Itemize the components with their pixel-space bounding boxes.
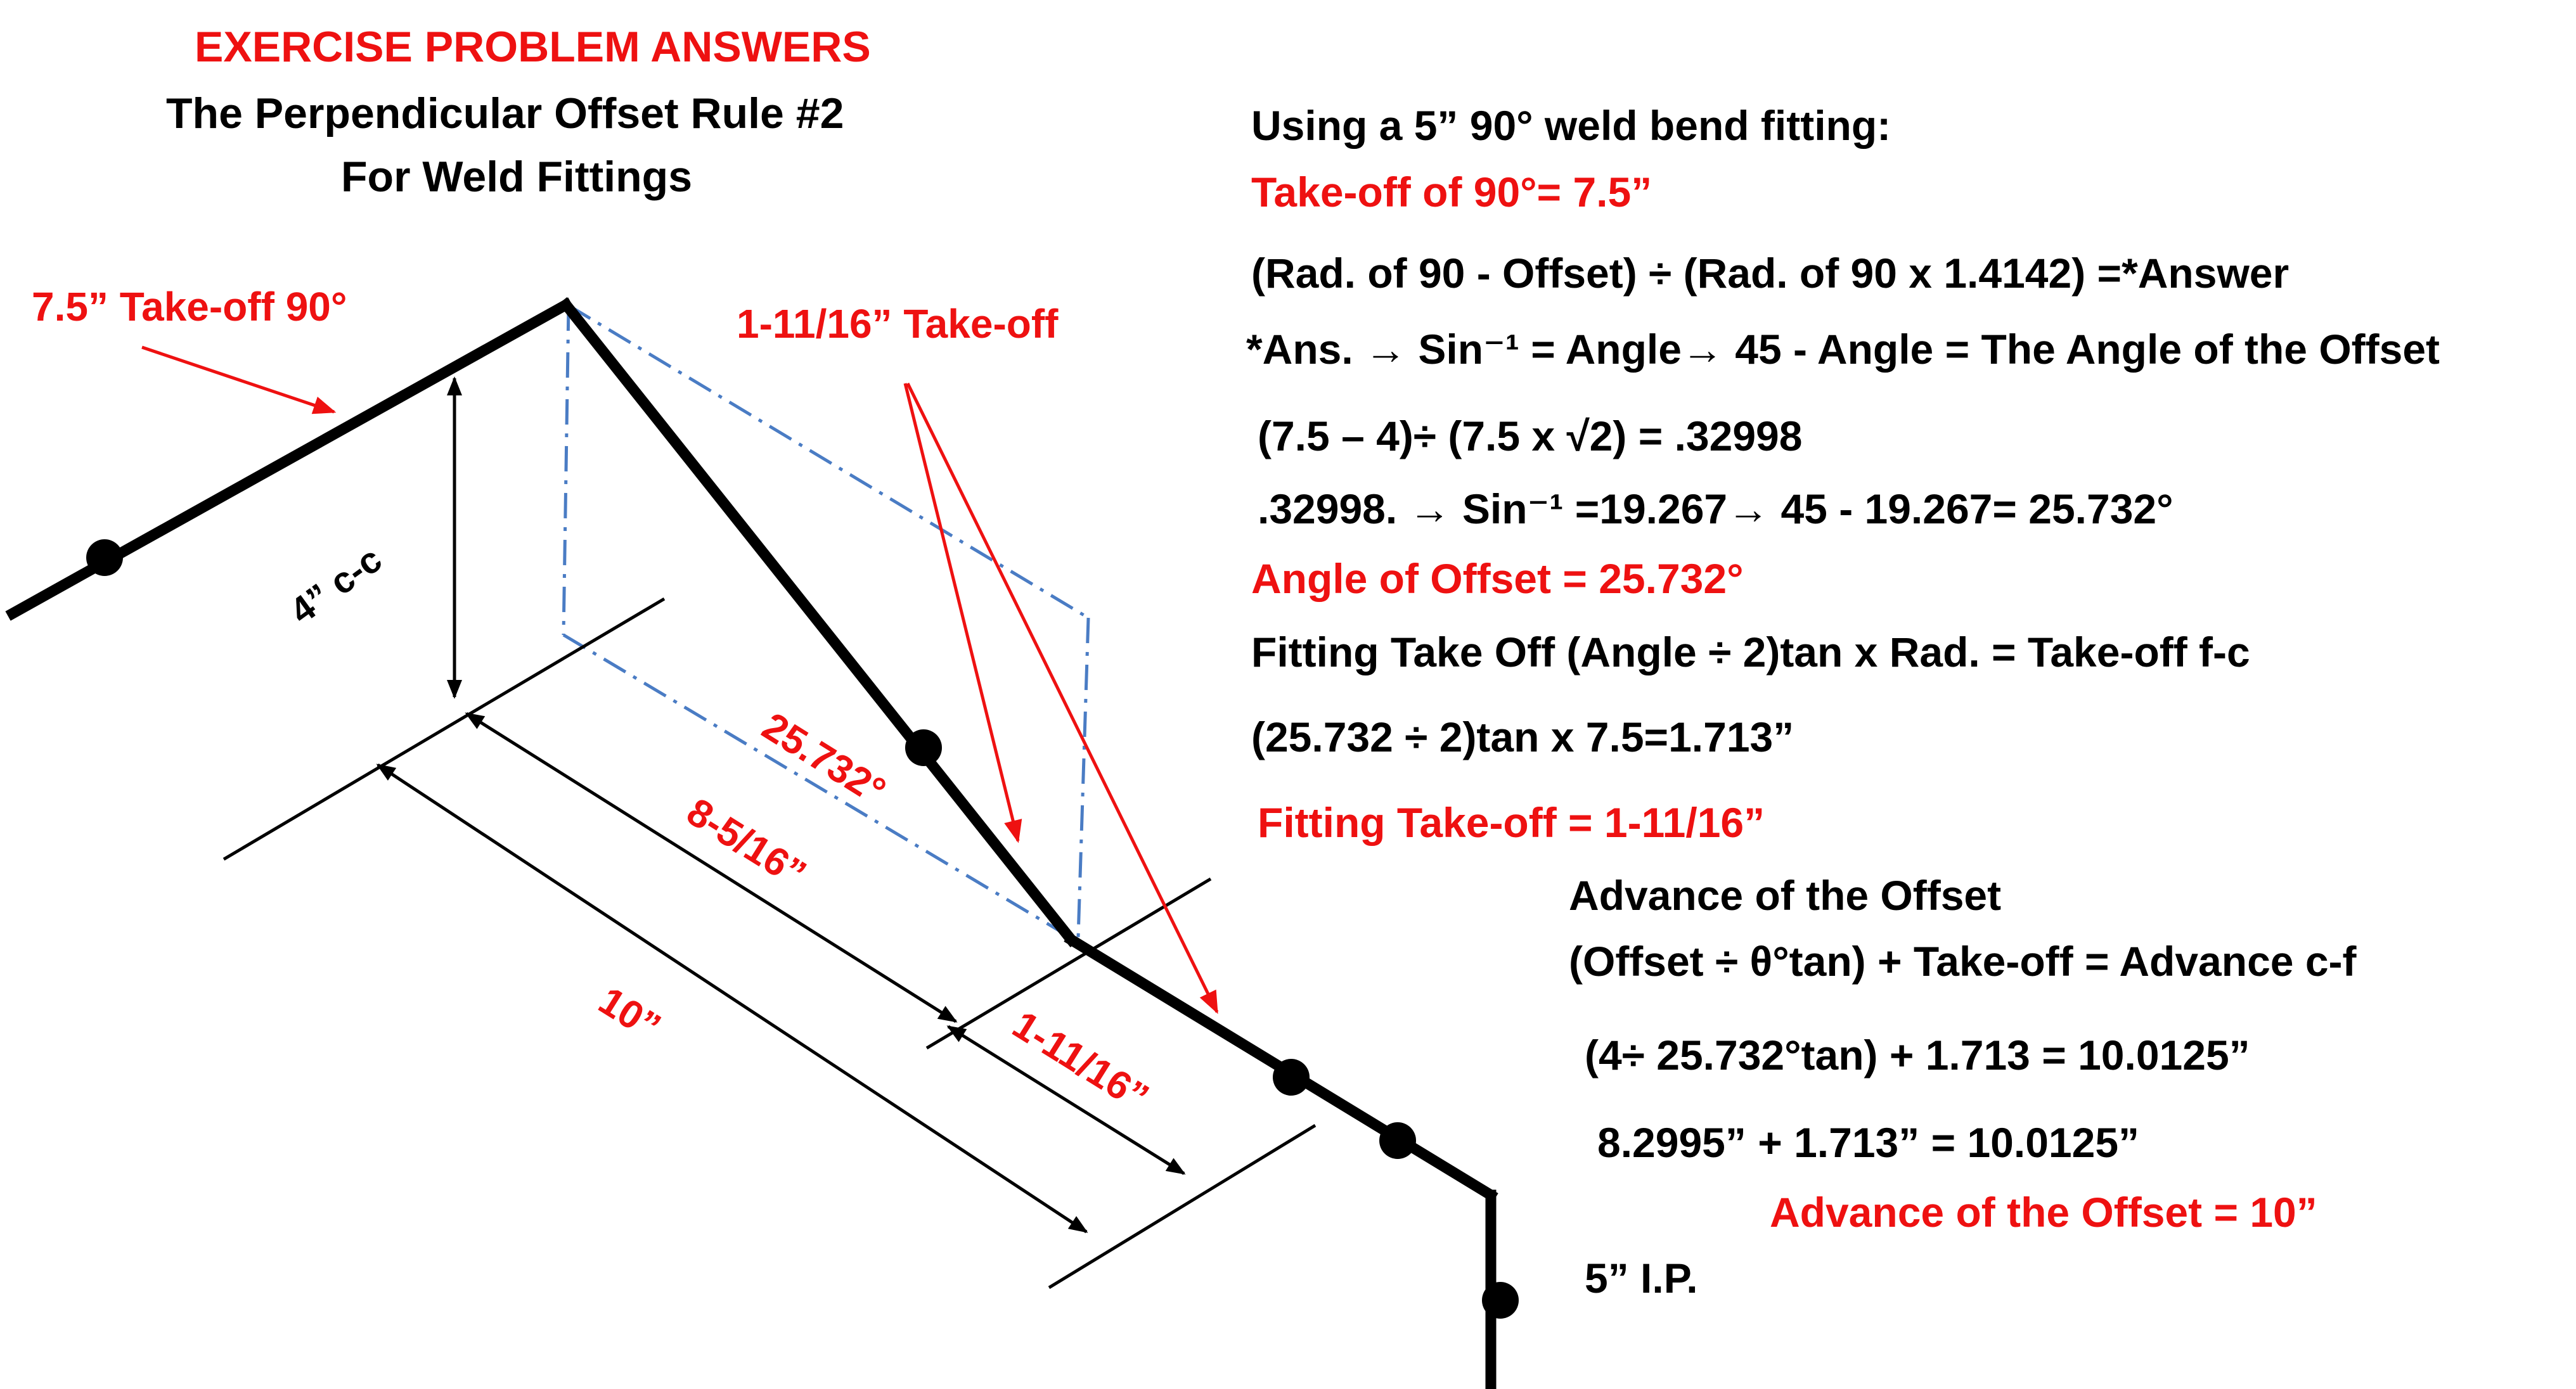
label-takeoff-90: 7.5” Take-off 90° xyxy=(32,284,347,330)
leader-arrow-takeoff-90 xyxy=(141,345,337,414)
weld-dot xyxy=(86,539,123,576)
label-fitting-takeoff: 1-11/16” Take-off xyxy=(737,301,1059,347)
construction-line-vertical-right xyxy=(1076,617,1090,938)
calc-step-advance-sum: 8.2995” + 1.713” = 10.0125” xyxy=(1597,1119,2140,1166)
construction-line-bottom xyxy=(562,633,1072,940)
calc-formula-angle: *Ans. → Sin⁻¹ = Angle→ 45 - Angle = The … xyxy=(1246,326,2440,373)
weld-dot xyxy=(1273,1059,1310,1096)
calc-formula-advance: (Offset ÷ θ°tan) + Take-off = Advance c-… xyxy=(1569,938,2357,985)
weld-dot xyxy=(1482,1282,1519,1319)
result-fitting-takeoff: Fitting Take-off = 1-11/16” xyxy=(1258,799,1765,846)
page-subtitle-line1: The Perpendicular Offset Rule #2 xyxy=(166,89,844,138)
calc-advance-heading: Advance of the Offset xyxy=(1569,872,2002,919)
page-title: EXERCISE PROBLEM ANSWERS xyxy=(195,23,871,71)
calc-formula-ratio: (Rad. of 90 - Offset) ÷ (Rad. of 90 x 1.… xyxy=(1251,250,2289,297)
dimension-lines xyxy=(222,376,1317,1290)
leader-arrow-fitting-1 xyxy=(903,383,1022,843)
calc-takeoff-90: Take-off of 90°= 7.5” xyxy=(1251,169,1652,215)
pipe-segment-offset xyxy=(558,297,1079,947)
extension-line-3 xyxy=(1048,1123,1317,1290)
page-subtitle-line2: For Weld Fittings xyxy=(341,153,693,201)
leader-arrow-fitting-2 xyxy=(906,382,1219,1015)
weld-dot xyxy=(1379,1122,1416,1159)
calc-step-advance: (4÷ 25.732°tan) + 1.713 = 10.0125” xyxy=(1585,1032,2250,1079)
result-advance-of-offset: Advance of the Offset = 10” xyxy=(1770,1189,2317,1236)
extension-line-2 xyxy=(925,877,1212,1050)
calc-step-fitting-takeoff: (25.732 ÷ 2)tan x 7.5=1.713” xyxy=(1251,714,1794,760)
construction-line-top xyxy=(567,304,1090,620)
leader-arrows xyxy=(141,345,1219,1015)
weld-dot xyxy=(905,729,942,766)
calc-fitting-intro: Using a 5” 90° weld bend fitting: xyxy=(1251,102,1891,149)
calc-formula-fitting-takeoff: Fitting Take Off (Angle ÷ 2)tan x Rad. =… xyxy=(1251,629,2250,675)
dimension-arrow-8-5-16 xyxy=(465,712,958,1023)
pipe-size-label: 5” I.P. xyxy=(1585,1255,1698,1302)
calc-step-angle: .32998. → Sin⁻¹ =19.267→ 45 - 19.267= 25… xyxy=(1258,485,2174,532)
calc-step-ratio: (7.5 – 4)÷ (7.5 x √2) = .32998 xyxy=(1258,413,1803,459)
extension-line-1 xyxy=(222,597,666,861)
result-angle-of-offset: Angle of Offset = 25.732° xyxy=(1251,555,1744,602)
construction-line-vertical-left xyxy=(562,305,570,636)
dimension-arrow-1-11-16 xyxy=(946,1025,1186,1175)
